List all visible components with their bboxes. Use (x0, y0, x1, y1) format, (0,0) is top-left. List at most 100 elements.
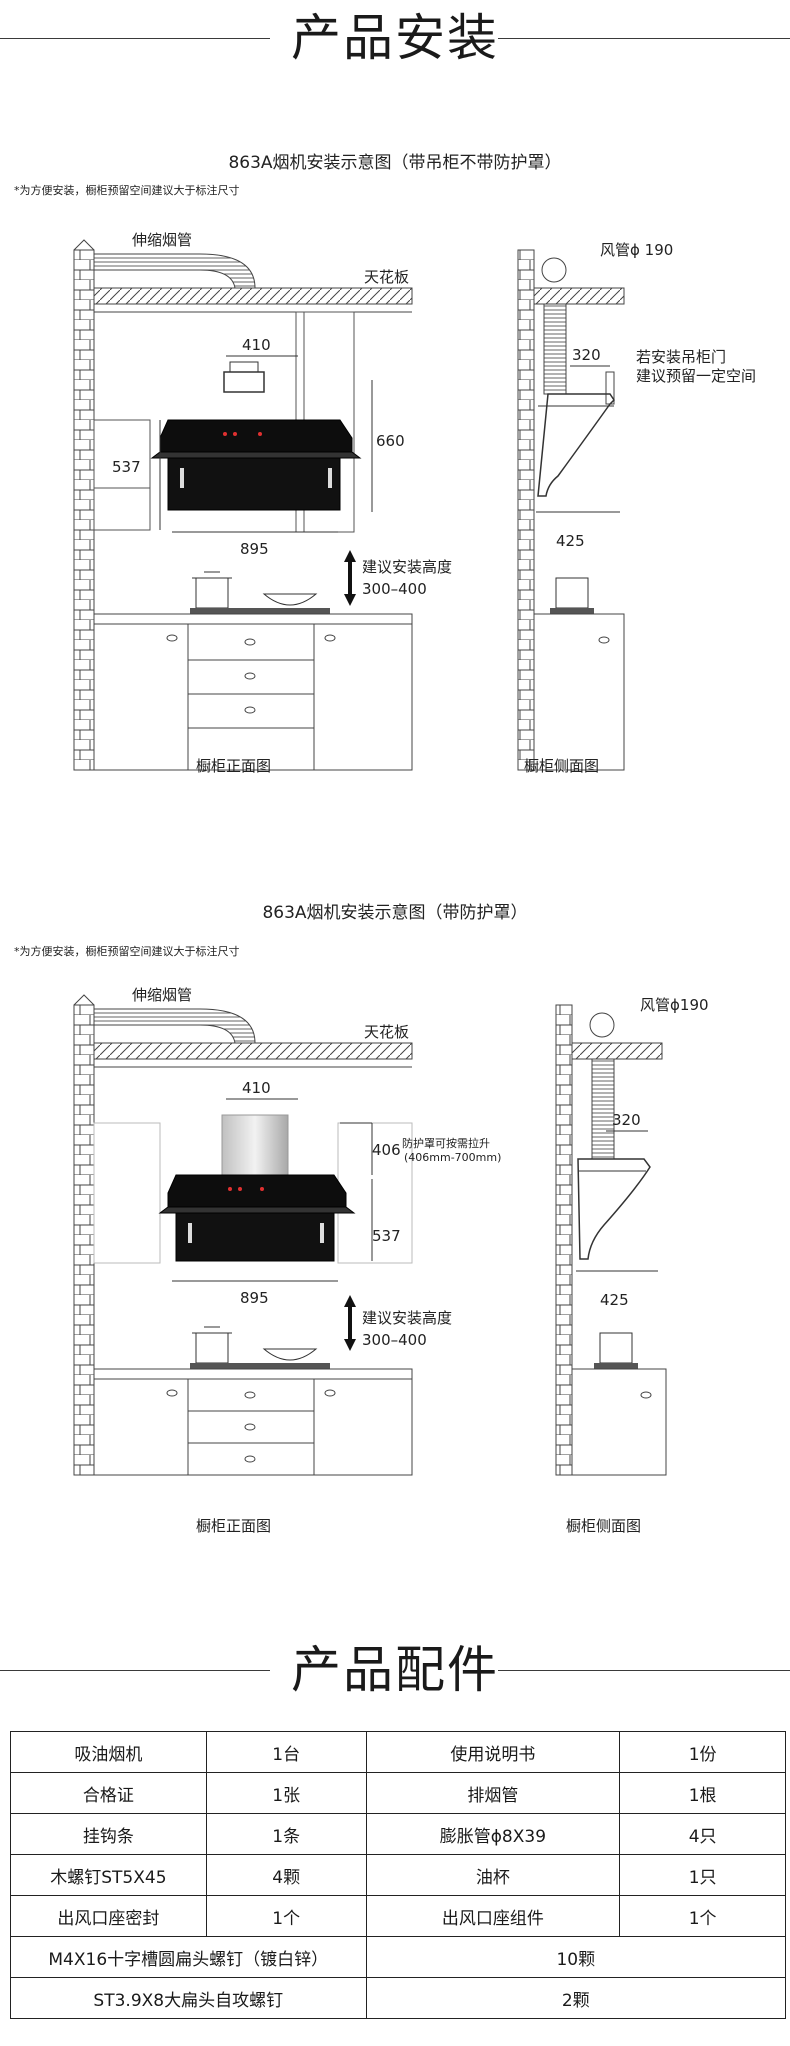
item-name: ST3.9X8大扁头自攻螺钉 (10, 1977, 367, 2019)
base-cabinet (93, 1378, 413, 1476)
item-qty: 4只 (619, 1813, 786, 1855)
table-row: 木螺钉ST5X45 4颗 油杯 1只 (10, 1854, 786, 1896)
flexible-duct (93, 253, 256, 289)
item-name: 木螺钉ST5X45 (10, 1854, 207, 1896)
item-qty: 1只 (619, 1854, 786, 1896)
side-base-cabinet (533, 613, 625, 771)
item-name: 使用说明书 (365, 1731, 621, 1773)
height-arrow (344, 1295, 356, 1351)
dim-537: 537 (372, 1227, 401, 1245)
table-row: 出风口座密封 1个 出风口座组件 1个 (10, 1895, 786, 1937)
height-arrow (344, 550, 356, 606)
air-outlet (223, 371, 265, 393)
item-name: 出风口座密封 (10, 1895, 207, 1937)
item-qty: 1根 (619, 1772, 786, 1814)
item-name: M4X16十字槽圆扁头螺钉（镀白锌） (10, 1936, 367, 1978)
diagram-b-title: 863A烟机安装示意图（带防护罩） (262, 903, 528, 923)
side-base-cabinet (571, 1368, 667, 1476)
side-ceiling (533, 287, 625, 305)
side-duct (543, 303, 567, 395)
side-dim-320: 320 (572, 346, 601, 364)
pot-left (195, 577, 229, 609)
side-ceiling (571, 1042, 663, 1060)
table-row: 吸油烟机 1台 使用说明书 1份 (10, 1731, 786, 1773)
item-name: 油杯 (365, 1854, 621, 1896)
protective-cover (221, 1114, 289, 1180)
pipe-section (589, 1012, 615, 1038)
brick-wall (73, 1004, 95, 1476)
wall-cabinet-left (93, 419, 151, 531)
accessories-section-header: 产品配件 (0, 1640, 790, 1700)
side-duct (591, 1058, 615, 1160)
side-pot (599, 1332, 633, 1364)
header-divider-left (0, 38, 270, 39)
header-divider-left (0, 1670, 270, 1671)
duct-label: 伸缩烟管 (132, 986, 192, 1004)
brick-wall (73, 249, 95, 771)
side-wall (555, 1004, 573, 1476)
front-view-caption: 橱柜正面图 (196, 757, 271, 775)
dim-410: 410 (242, 336, 271, 354)
item-qty: 4颗 (205, 1854, 367, 1896)
item-qty: 1张 (205, 1772, 367, 1814)
diagram-a: 伸缩烟管 天花板 410 537 660 895 建议安装高度 300–400 (73, 231, 756, 775)
cover-range: (406mm-700mm) (404, 1151, 501, 1164)
door-note-2: 建议预留一定空间 (636, 367, 756, 385)
side-view-caption: 橱柜侧面图 (566, 1517, 641, 1535)
install-section-header: 产品安装 (0, 8, 790, 68)
diagram-b-side-view: 风管ϕ190 320 425 橱柜侧面图 (555, 996, 709, 1535)
countertop (93, 613, 413, 625)
item-qty: 1个 (205, 1895, 367, 1937)
header-divider-right (498, 38, 790, 39)
item-qty: 1台 (205, 1731, 367, 1773)
dim-895: 895 (240, 1289, 269, 1307)
wok-right (262, 1348, 318, 1361)
height-label: 建议安装高度 (362, 558, 452, 576)
item-qty: 2颗 (365, 1977, 787, 2019)
ceiling-label: 天花板 (364, 1023, 409, 1041)
range-hood-front (159, 419, 353, 453)
height-label: 建议安装高度 (362, 1309, 452, 1327)
wok-right (262, 593, 318, 606)
diagram-b: 伸缩烟管 天花板 410 406 防护罩可按需拉升 (406mm-700mm) … (73, 986, 709, 1535)
height-range: 300–400 (362, 580, 427, 598)
install-section-title: 产品安装 (291, 9, 499, 67)
diagram-a-title: 863A烟机安装示意图（带吊柜不带防护罩） (228, 153, 562, 173)
side-wall (517, 249, 535, 771)
header-divider-right (498, 1670, 790, 1671)
diagram-b-front-view: 伸缩烟管 天花板 410 406 防护罩可按需拉升 (406mm-700mm) … (73, 986, 501, 1535)
flexible-duct (93, 1008, 256, 1044)
table-row: M4X16十字槽圆扁头螺钉（镀白锌） 10颗 (10, 1936, 787, 1978)
item-name: 合格证 (10, 1772, 207, 1814)
duct-label: 伸缩烟管 (132, 231, 192, 249)
diagram-a-front-view: 伸缩烟管 天花板 410 537 660 895 建议安装高度 300–400 (73, 231, 452, 775)
accessories-table: 吸油烟机 1台 使用说明书 1份 合格证 1张 排烟管 1根 挂钩条 1条 膨胀… (10, 1731, 787, 2019)
pipe-label: 风管ϕ190 (640, 996, 709, 1014)
item-qty: 1个 (619, 1895, 786, 1937)
ceiling-label: 天花板 (364, 268, 409, 286)
side-dim-320: 320 (612, 1111, 641, 1129)
item-qty: 10颗 (365, 1936, 787, 1978)
table-row: 合格证 1张 排烟管 1根 (10, 1772, 786, 1814)
cover-note: 防护罩可按需拉升 (402, 1136, 490, 1150)
item-qty: 1条 (205, 1813, 367, 1855)
diagram-a-side-view: 风管ϕ 190 320 若安装吊柜门 建议预留一定空间 425 橱柜侧面图 (517, 241, 756, 775)
ceiling-slab (93, 287, 413, 305)
dim-406: 406 (372, 1141, 401, 1159)
range-hood-front (167, 1174, 347, 1208)
door-note-1: 若安装吊柜门 (636, 348, 726, 366)
range-hood-side (537, 393, 615, 497)
countertop (93, 1368, 413, 1380)
range-hood-side (577, 1158, 651, 1260)
accessories-section-title: 产品配件 (291, 1641, 499, 1699)
wall-cabinet-left (93, 1122, 161, 1264)
item-name: 出风口座组件 (365, 1895, 621, 1937)
table-row: 挂钩条 1条 膨胀管ϕ8X39 4只 (10, 1813, 786, 1855)
side-dim-425: 425 (600, 1291, 629, 1309)
pipe-section (541, 257, 567, 283)
dim-660: 660 (376, 432, 405, 450)
pot-left (195, 1332, 229, 1364)
base-cabinet (93, 623, 413, 771)
item-name: 挂钩条 (10, 1813, 207, 1855)
pipe-label: 风管ϕ 190 (600, 241, 673, 259)
